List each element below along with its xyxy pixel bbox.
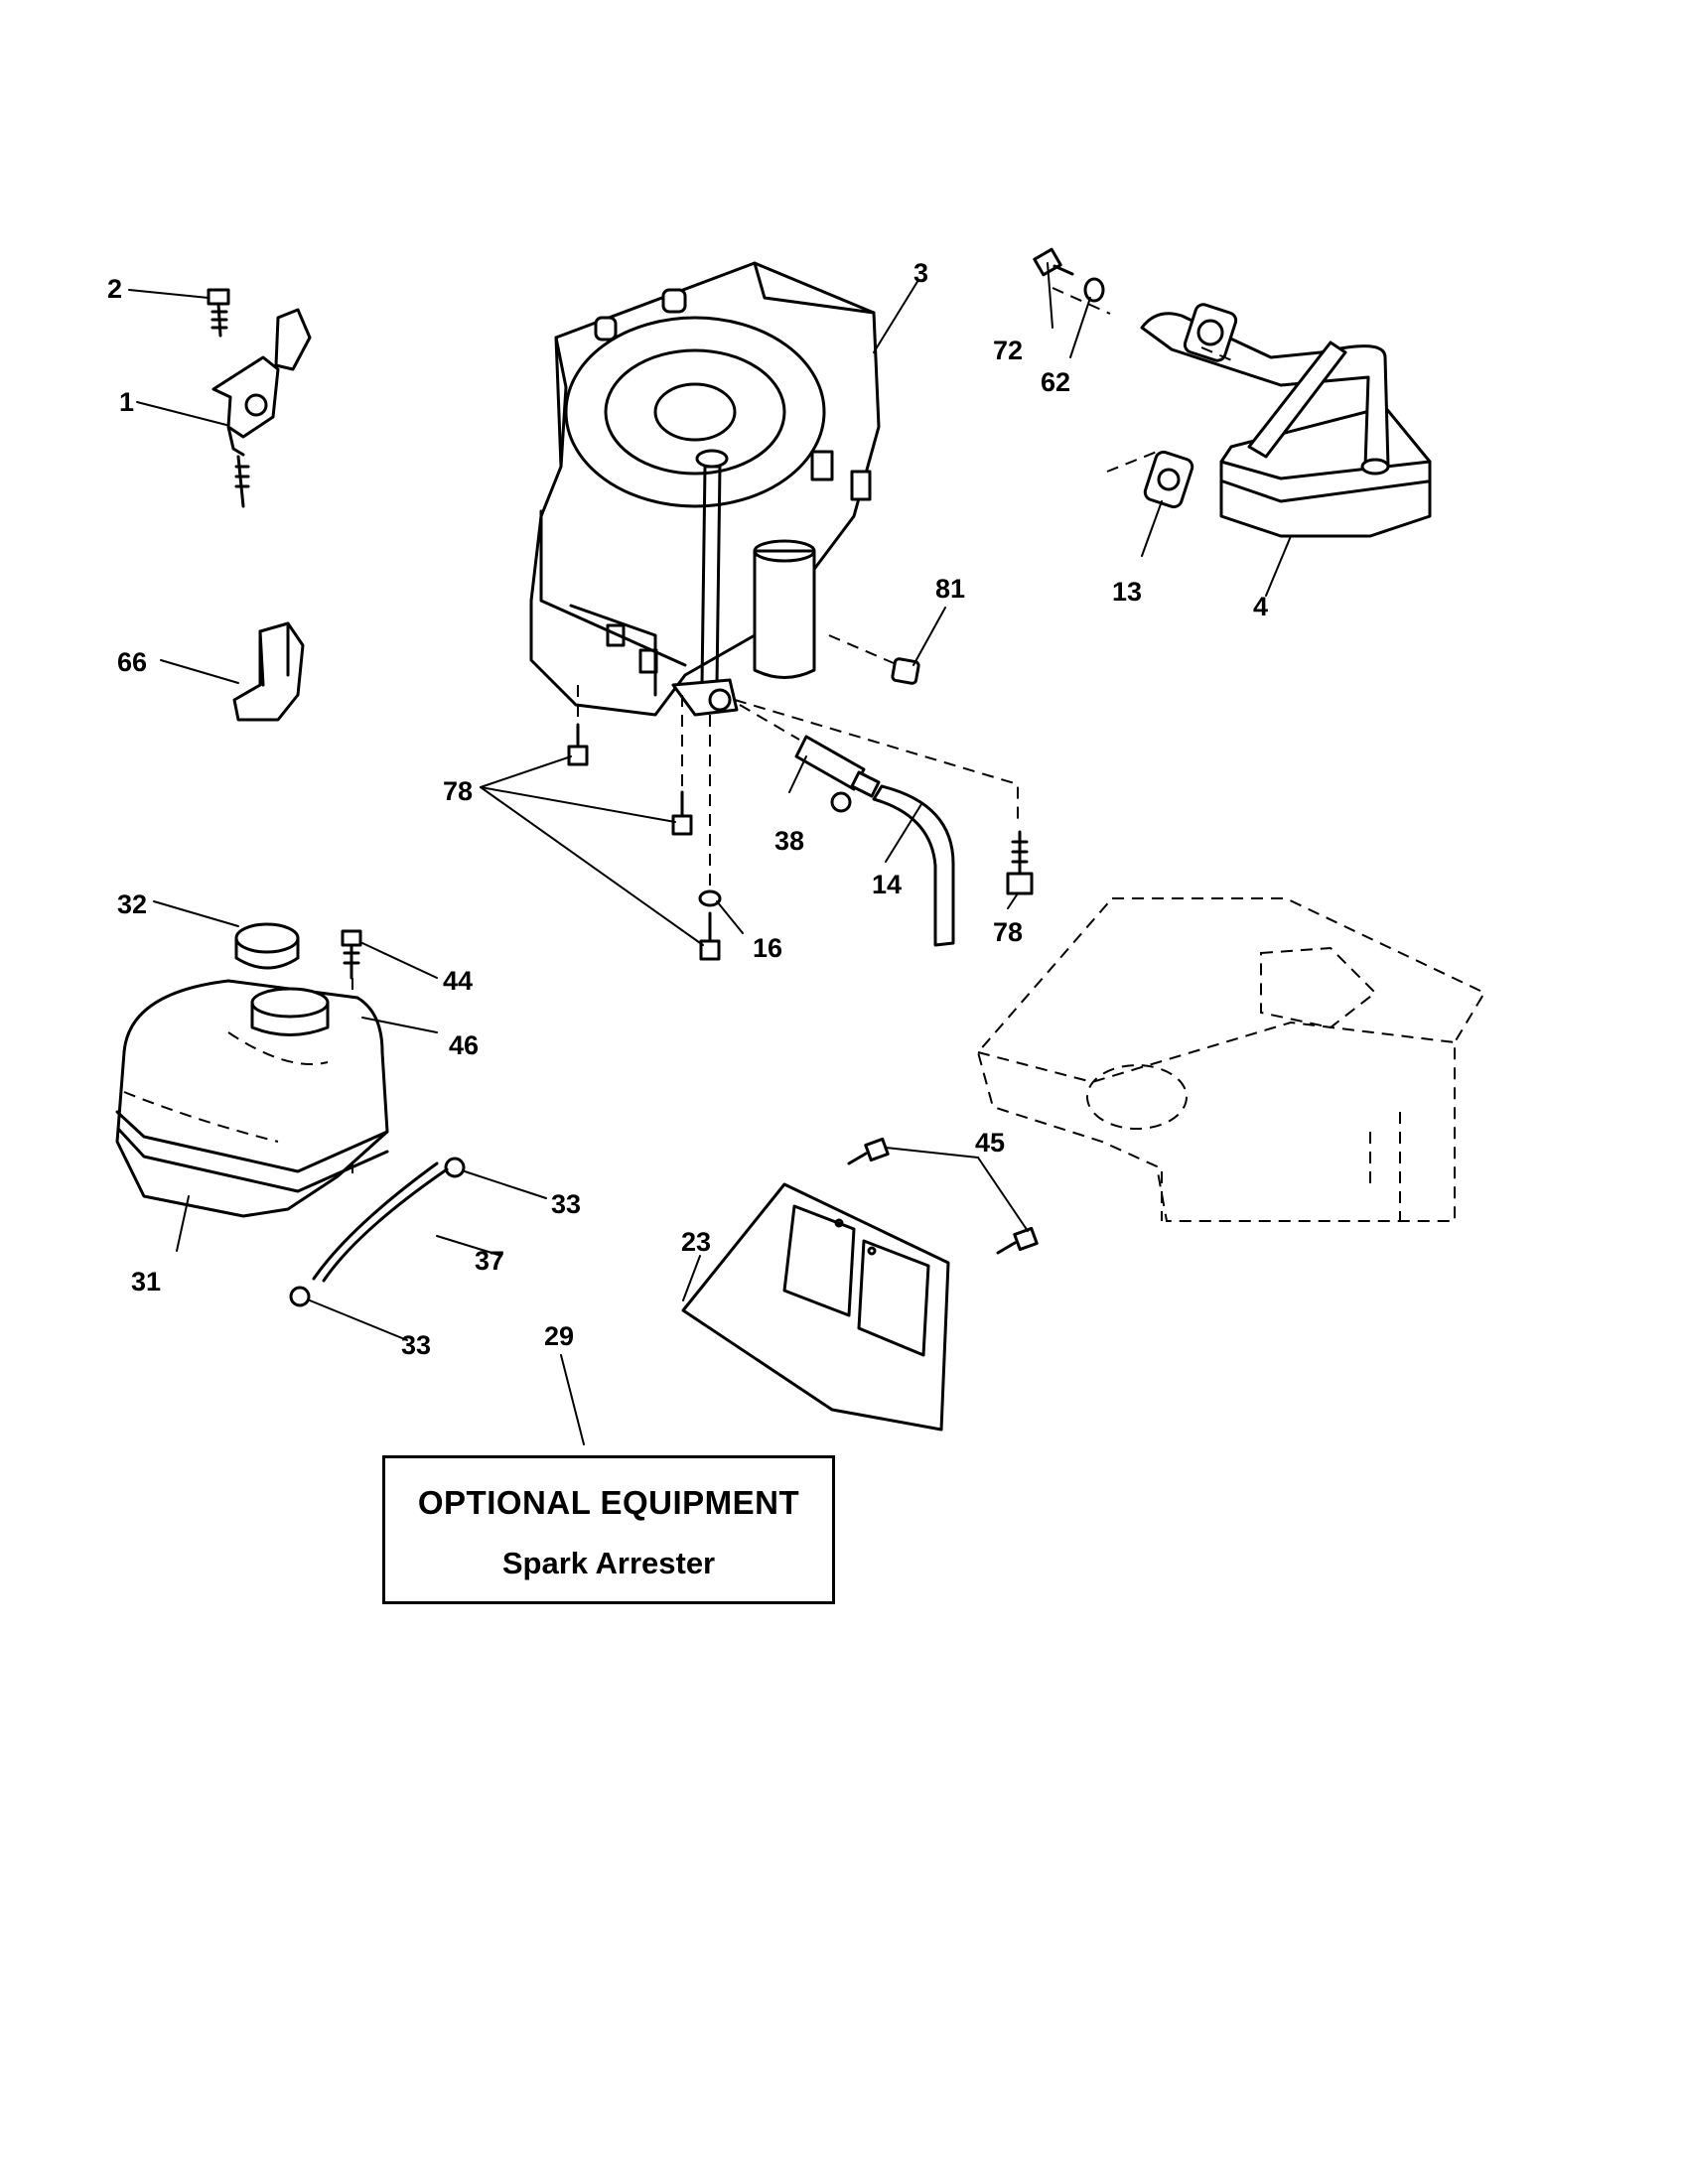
gasket-13 bbox=[1143, 450, 1194, 509]
nut-81 bbox=[891, 657, 920, 685]
gas-cap bbox=[234, 922, 300, 970]
callout-33-a: 33 bbox=[551, 1189, 581, 1219]
callout-78-b: 78 bbox=[993, 917, 1023, 947]
bolt-78-d bbox=[1006, 830, 1034, 895]
bolt-78-a bbox=[567, 723, 589, 766]
muffler bbox=[1140, 303, 1432, 538]
callout-31: 31 bbox=[131, 1267, 161, 1297]
drain-valve-38 bbox=[794, 735, 881, 813]
callout-44: 44 bbox=[443, 966, 473, 996]
callout-23: 23 bbox=[681, 1227, 711, 1257]
fuel-tank bbox=[115, 979, 389, 1218]
bracket-66 bbox=[232, 621, 305, 722]
callout-3: 3 bbox=[913, 258, 928, 288]
callout-66: 66 bbox=[117, 647, 147, 677]
callout-1: 1 bbox=[119, 387, 134, 417]
callout-78-a: 78 bbox=[443, 776, 473, 806]
callout-13: 13 bbox=[1112, 577, 1142, 607]
callout-46: 46 bbox=[449, 1030, 479, 1060]
callout-45: 45 bbox=[975, 1128, 1005, 1158]
callout-2: 2 bbox=[107, 274, 122, 304]
callout-29: 29 bbox=[544, 1321, 574, 1351]
fuel-line-37 bbox=[312, 1161, 449, 1283]
clamp-33-a bbox=[444, 1157, 466, 1178]
spark-arrester-label: Spark Arrester bbox=[501, 1546, 716, 1580]
bolt-78-c bbox=[699, 911, 721, 961]
callout-14: 14 bbox=[872, 870, 902, 899]
screw-44 bbox=[341, 929, 362, 980]
callout-4: 4 bbox=[1253, 592, 1268, 621]
throttle-control bbox=[211, 308, 312, 508]
callout-81: 81 bbox=[935, 574, 965, 604]
optional-equipment-title: OPTIONAL EQUIPMENT bbox=[417, 1484, 800, 1521]
callout-38: 38 bbox=[774, 826, 804, 856]
bolt-45-b bbox=[996, 1226, 1039, 1255]
bolt-78-b bbox=[671, 790, 693, 836]
callout-33-b: 33 bbox=[401, 1330, 431, 1360]
callout-16: 16 bbox=[753, 933, 782, 963]
screw-2 bbox=[207, 288, 230, 338]
chassis-frame bbox=[976, 897, 1486, 1222]
callout-32: 32 bbox=[117, 889, 147, 919]
callout-62: 62 bbox=[1041, 367, 1070, 397]
leader-lines bbox=[128, 262, 1292, 1445]
bolt-72 bbox=[1033, 247, 1074, 277]
callout-37: 37 bbox=[475, 1246, 504, 1276]
optional-equipment-box: OPTIONAL EQUIPMENT Spark Arrester bbox=[382, 1455, 835, 1604]
clamp-33-b bbox=[289, 1286, 311, 1307]
bolt-45-a bbox=[847, 1137, 890, 1165]
callout-labels: 1 2 3 4 13 14 16 23 29 31 32 33 33 37 38… bbox=[107, 258, 1268, 1360]
hose-14 bbox=[872, 784, 955, 947]
washer-16 bbox=[698, 889, 722, 907]
callout-72: 72 bbox=[993, 336, 1023, 365]
engine bbox=[529, 261, 881, 717]
heat-shield bbox=[681, 1182, 950, 1432]
washer-62 bbox=[1083, 277, 1105, 303]
